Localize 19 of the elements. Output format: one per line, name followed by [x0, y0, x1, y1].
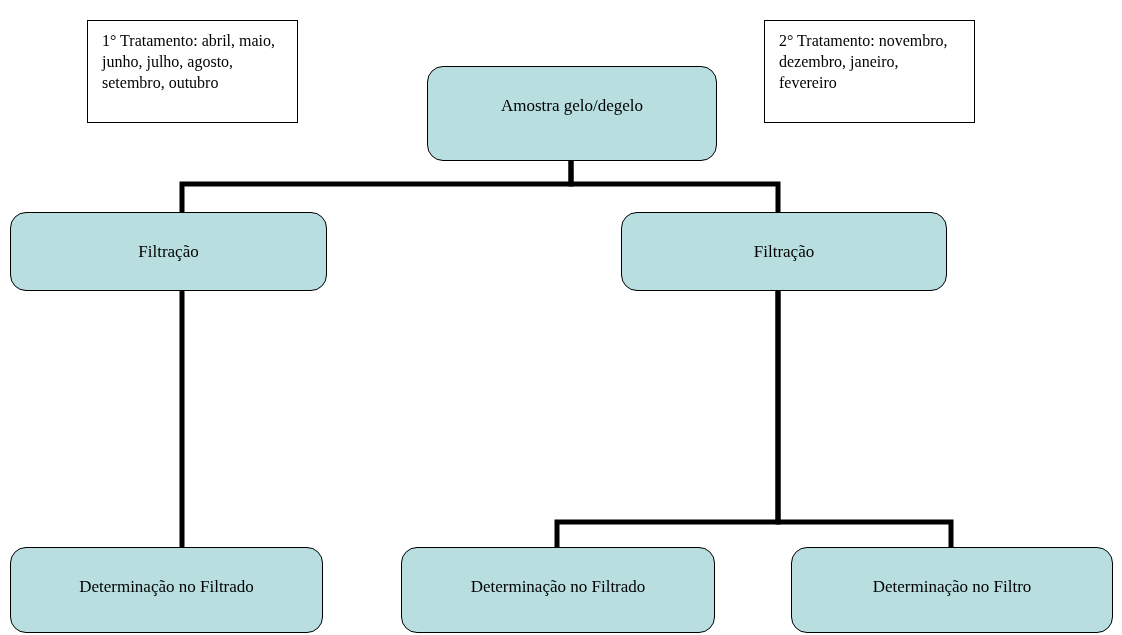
node-text: 2° Tratamento: novembro, dezembro, janeiro, fevereiro [779, 32, 948, 91]
connector-line [775, 291, 954, 547]
connector-line [179, 291, 185, 547]
node-text: 1° Tratamento: abril, maio, junho, julho, agosto, setembro, outubro [102, 32, 276, 91]
process-box [791, 547, 1113, 633]
process-box [10, 212, 327, 291]
node-text: Determinação no Filtro [872, 576, 1032, 598]
node-text: Filtração [138, 241, 199, 263]
note-box [764, 20, 975, 123]
note-box [87, 20, 298, 123]
process-box [10, 547, 323, 633]
connector-line [568, 161, 781, 212]
node-text: Determinação no Filtrado [470, 576, 646, 598]
node-text: Amostra gelo/degelo [500, 95, 644, 117]
process-box [427, 66, 717, 161]
node-text: Filtração [753, 241, 815, 263]
process-box [621, 212, 947, 291]
node-text: Determinação no Filtrado [79, 576, 254, 598]
process-box [401, 547, 715, 633]
